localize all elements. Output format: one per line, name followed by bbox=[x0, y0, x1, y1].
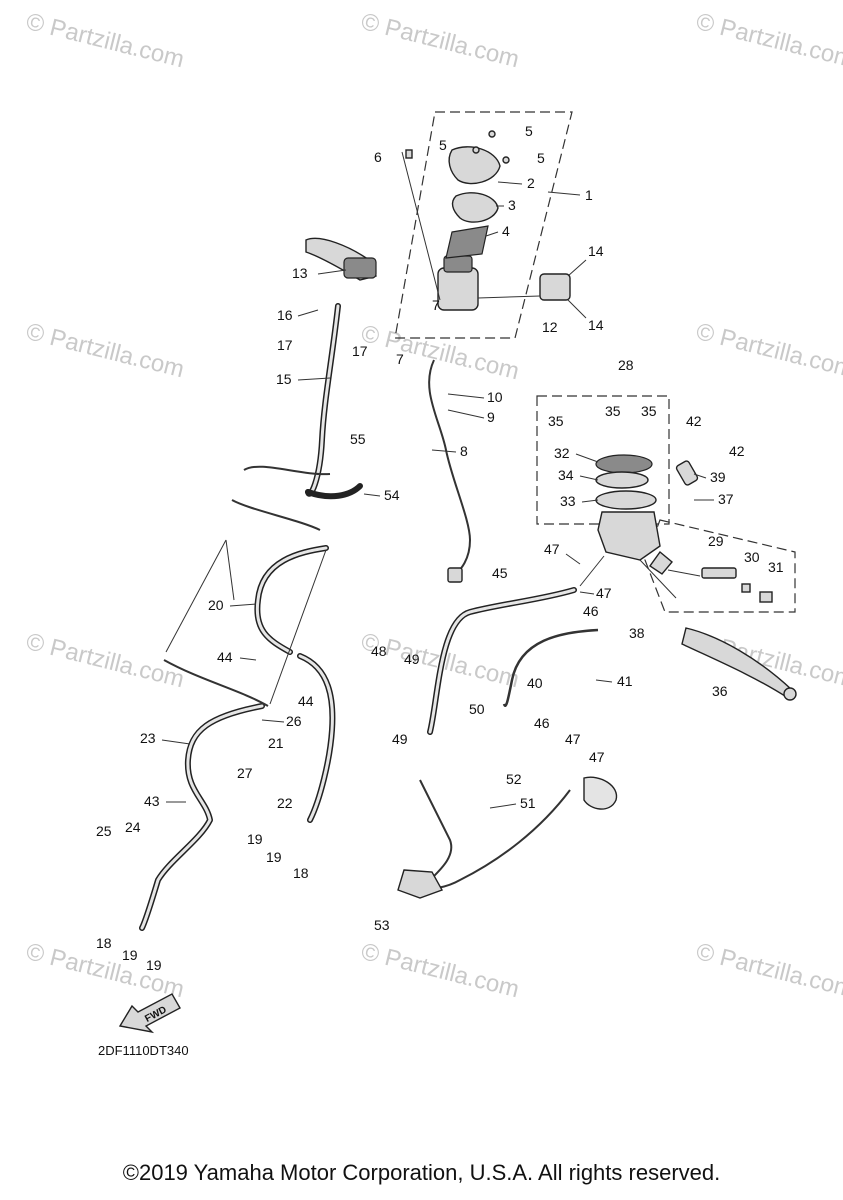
callout-label: 9 bbox=[487, 409, 495, 425]
callout-label: 50 bbox=[469, 701, 485, 717]
callout-label: 39 bbox=[710, 469, 726, 485]
callout-label: 52 bbox=[506, 771, 522, 787]
callout-label: 37 bbox=[718, 491, 734, 507]
callout-label: 41 bbox=[617, 673, 633, 689]
callout-label: 2 bbox=[527, 175, 535, 191]
callout-label: 5 bbox=[439, 137, 447, 153]
callout-label: 19 bbox=[247, 831, 263, 847]
callout-label: 53 bbox=[374, 917, 390, 933]
callout-label: 1 bbox=[585, 187, 593, 203]
callout-label: 47 bbox=[565, 731, 581, 747]
rear-brake-lever bbox=[681, 627, 797, 701]
group-box-reservoir bbox=[536, 395, 670, 525]
callout-label: 33 bbox=[560, 493, 576, 509]
callout-label: 21 bbox=[268, 735, 284, 751]
callout-label: 19 bbox=[122, 947, 138, 963]
callout-label: 13 bbox=[292, 265, 308, 281]
callout-label: 43 bbox=[144, 793, 160, 809]
callout-label: 46 bbox=[534, 715, 550, 731]
callout-label: 35 bbox=[641, 403, 657, 419]
group-box-master-cylinder-front bbox=[394, 111, 573, 339]
callout-label: 49 bbox=[404, 651, 420, 667]
callout-label: 54 bbox=[384, 487, 400, 503]
front-master-cylinder bbox=[401, 130, 510, 311]
handlebar-switch bbox=[477, 273, 571, 301]
callout-label: 14 bbox=[588, 243, 604, 259]
callout-label: 4 bbox=[502, 223, 510, 239]
callout-label: 18 bbox=[96, 935, 112, 951]
callout-label: 42 bbox=[729, 443, 745, 459]
callout-label: 7 bbox=[396, 351, 404, 367]
callout-label: 16 bbox=[277, 307, 293, 323]
callout-labels: 1 2 3 4 5 5 5 6 7 7 8 9 10 12 13 14 14 1… bbox=[96, 123, 784, 973]
callout-label: 51 bbox=[520, 795, 536, 811]
callout-label: 29 bbox=[708, 533, 724, 549]
front-brake-lever bbox=[305, 237, 377, 281]
callout-label: 17 bbox=[277, 337, 293, 353]
callout-label: 5 bbox=[537, 150, 545, 166]
callout-label: 31 bbox=[768, 559, 784, 575]
callout-label: 23 bbox=[140, 730, 156, 746]
diagram-code: 2DF1110DT340 bbox=[98, 1043, 189, 1058]
callout-label: 5 bbox=[525, 123, 533, 139]
callout-label: 35 bbox=[548, 413, 564, 429]
callout-label: 25 bbox=[96, 823, 112, 839]
callout-label: 42 bbox=[686, 413, 702, 429]
rear-master-cylinder bbox=[595, 454, 699, 575]
callout-label: 19 bbox=[266, 849, 282, 865]
callout-label: 38 bbox=[629, 625, 645, 641]
callout-label: 26 bbox=[286, 713, 302, 729]
callout-label: 30 bbox=[744, 549, 760, 565]
callout-label: 20 bbox=[208, 597, 224, 613]
callout-label: 45 bbox=[492, 565, 508, 581]
callout-label: 3 bbox=[508, 197, 516, 213]
callout-label: 19 bbox=[146, 957, 162, 973]
callout-label: 7 bbox=[432, 297, 440, 313]
callout-label: 40 bbox=[527, 675, 543, 691]
callout-label: 12 bbox=[542, 319, 558, 335]
callout-label: 48 bbox=[371, 643, 387, 659]
callout-label: 55 bbox=[350, 431, 366, 447]
callout-label: 47 bbox=[596, 585, 612, 601]
callout-label: 44 bbox=[217, 649, 233, 665]
callout-label: 8 bbox=[460, 443, 468, 459]
callout-label: 17 bbox=[352, 343, 368, 359]
callout-label: 24 bbox=[125, 819, 141, 835]
callout-label: 35 bbox=[605, 403, 621, 419]
lever-kit-parts bbox=[667, 567, 773, 603]
callout-label: 47 bbox=[544, 541, 560, 557]
callout-label: 6 bbox=[374, 149, 382, 165]
callout-label: 10 bbox=[487, 389, 503, 405]
callout-label: 34 bbox=[558, 467, 574, 483]
copyright-notice: ©2019 Yamaha Motor Corporation, U.S.A. A… bbox=[122, 1160, 721, 1185]
callout-label: 44 bbox=[298, 693, 314, 709]
callout-label: 15 bbox=[276, 371, 292, 387]
callout-label: 14 bbox=[588, 317, 604, 333]
callout-label: 22 bbox=[277, 795, 293, 811]
callout-label: 47 bbox=[589, 749, 605, 765]
callout-label: 28 bbox=[618, 357, 634, 373]
fwd-arrow: FWD bbox=[118, 993, 181, 1034]
callout-label: 32 bbox=[554, 445, 570, 461]
brake-hoses bbox=[139, 303, 599, 931]
callout-label: 27 bbox=[237, 765, 253, 781]
rear-brake-lines bbox=[397, 776, 618, 899]
callout-label: 18 bbox=[293, 865, 309, 881]
callout-label: 36 bbox=[712, 683, 728, 699]
callout-label: 46 bbox=[583, 603, 599, 619]
callout-label: 49 bbox=[392, 731, 408, 747]
leader-lines bbox=[165, 539, 677, 705]
